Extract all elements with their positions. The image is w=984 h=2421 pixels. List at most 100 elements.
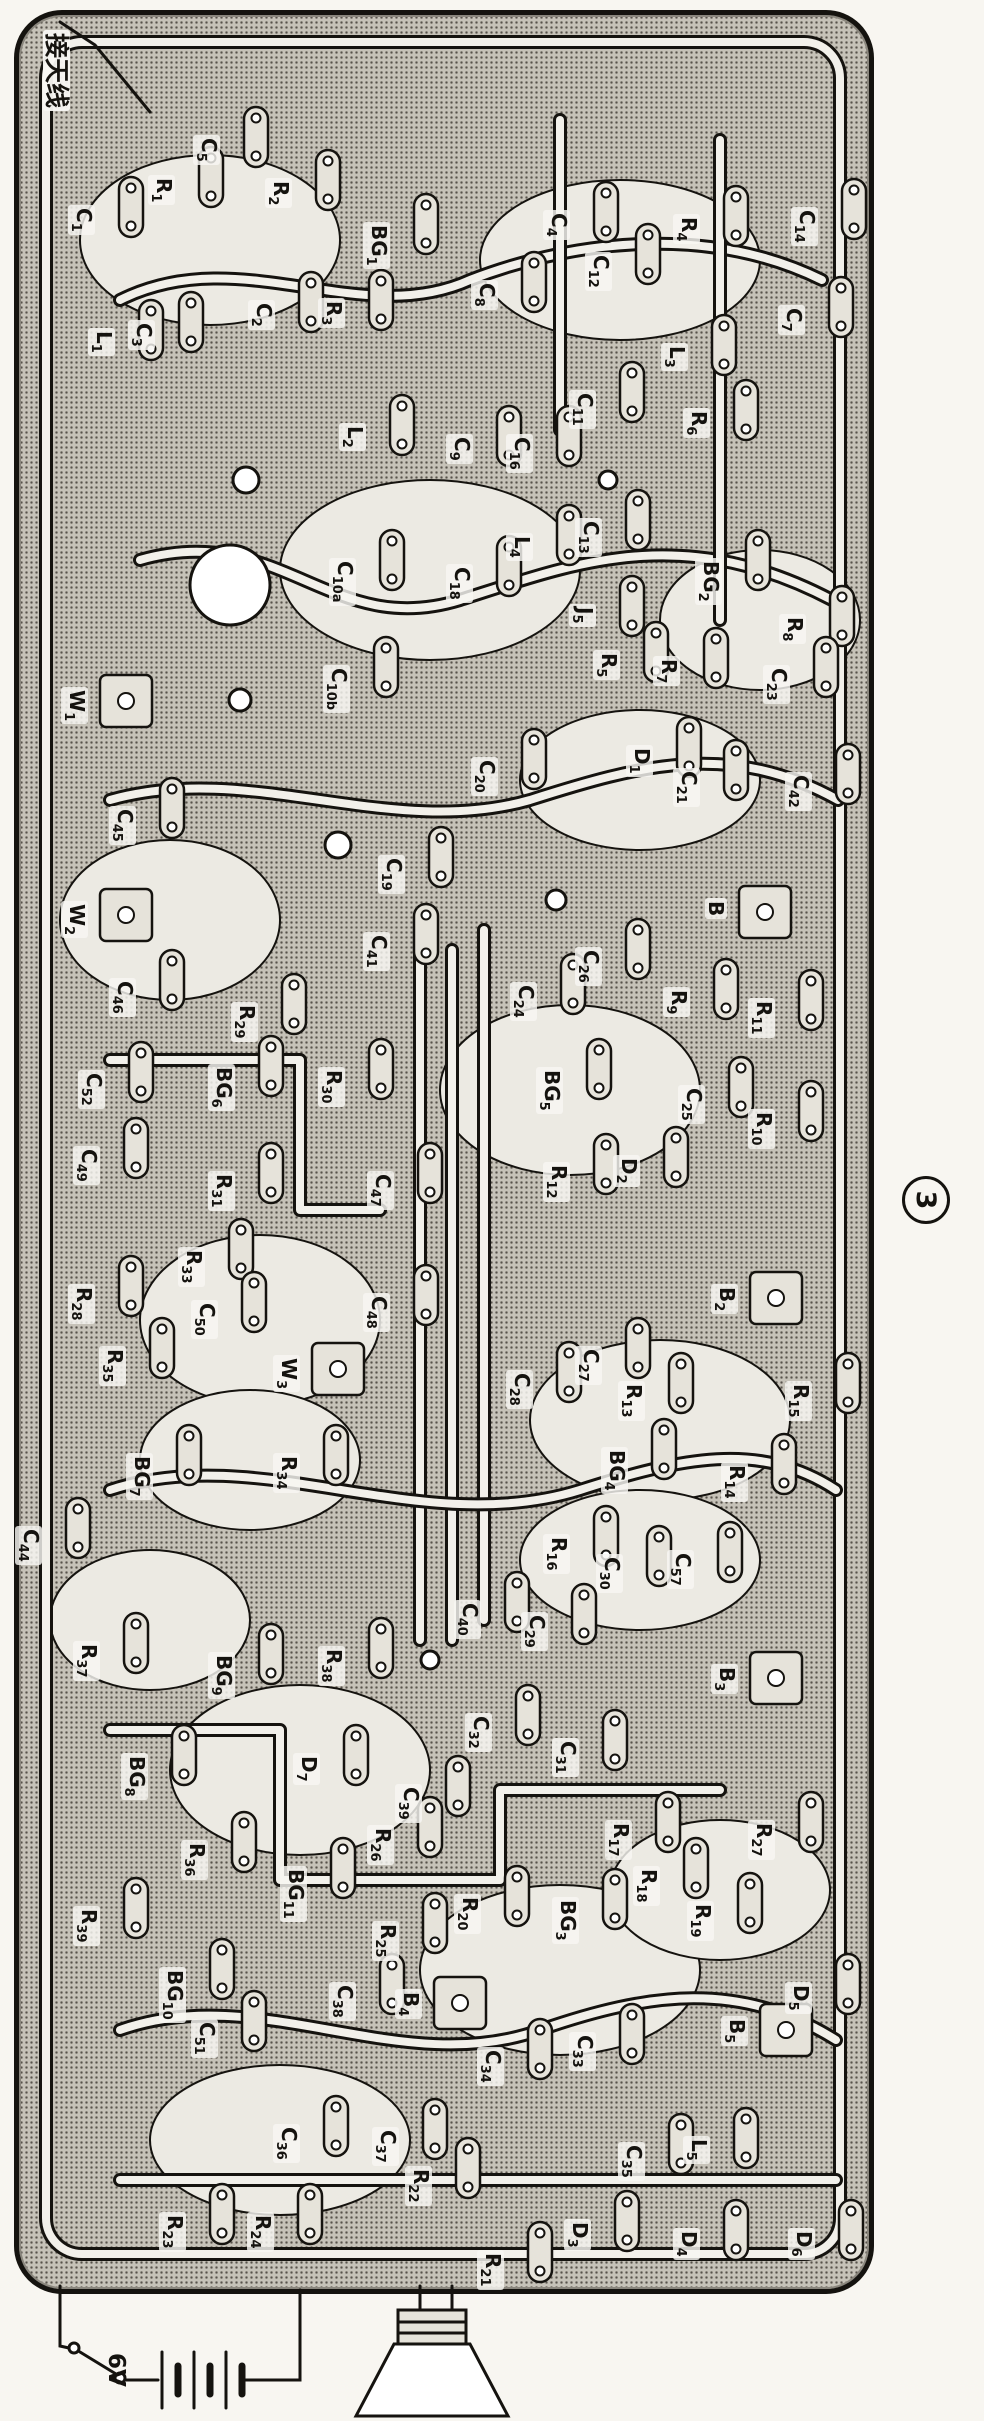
component-label: R38 — [318, 1646, 346, 1686]
pad-hole — [522, 1728, 534, 1740]
component-pad — [240, 1989, 268, 2053]
pad-hole — [740, 2151, 752, 2163]
component-label: R13 — [618, 1381, 646, 1421]
pad-hole — [842, 1358, 854, 1370]
component-label: C51 — [191, 2019, 219, 2058]
component-label: R11 — [748, 998, 776, 1038]
pad-hole — [658, 1462, 670, 1474]
pad-hole — [632, 1361, 644, 1373]
pad-hole — [166, 821, 178, 833]
pad-hole — [330, 1468, 342, 1480]
component-label: C42 — [785, 772, 813, 811]
component-label: 接天线 — [42, 30, 71, 112]
component-label: BG5 — [536, 1067, 564, 1114]
component-pad — [454, 2136, 482, 2200]
pad-hole — [386, 535, 398, 547]
pad-hole — [265, 1629, 277, 1641]
component-label: BG11 — [280, 1866, 308, 1922]
pad-hole — [805, 1013, 817, 1025]
pad-hole — [185, 297, 197, 309]
component-pad — [736, 1871, 764, 1935]
component-pad — [367, 1037, 395, 1101]
component-pad — [601, 1867, 629, 1931]
component-label: C2 — [248, 300, 276, 330]
pad-hole — [848, 184, 860, 196]
pad-hole — [658, 1424, 670, 1436]
component-pad — [624, 488, 652, 552]
component-label: C12 — [585, 252, 613, 291]
pad-hole — [435, 832, 447, 844]
pad-hole — [626, 619, 638, 631]
pad-hole — [330, 2139, 342, 2151]
pad-hole — [735, 1100, 747, 1112]
component-pad — [827, 275, 855, 339]
pad-hole — [216, 2227, 228, 2239]
component-label: R7 — [653, 656, 681, 687]
pad-hole — [650, 627, 662, 639]
pad-hole — [216, 1982, 228, 1994]
pad-hole — [710, 633, 722, 645]
pad-hole — [777, 2021, 795, 2039]
pad-hole — [350, 1730, 362, 1742]
pad-hole — [534, 2227, 546, 2239]
pad-hole — [375, 1661, 387, 1673]
pad-hole — [626, 581, 638, 593]
component-label: BG8 — [121, 1753, 149, 1800]
component-pad — [148, 1316, 176, 1380]
pad-hole — [429, 1898, 441, 1910]
pad-hole — [248, 1277, 260, 1289]
component-label: R21 — [477, 2250, 505, 2290]
pad-hole — [337, 1843, 349, 1855]
pad-hole — [835, 282, 847, 294]
pad-hole — [125, 182, 137, 194]
pad-hole — [125, 1299, 137, 1311]
component-label: C41 — [363, 932, 391, 971]
component-label: C57 — [667, 1550, 695, 1589]
component-label: R27 — [748, 1820, 776, 1860]
pad-hole — [304, 2189, 316, 2201]
component-label: 6V — [103, 2353, 129, 2387]
component-pad — [834, 742, 862, 806]
pad-hole — [265, 1186, 277, 1198]
pad-hole — [563, 510, 575, 522]
component-label: R35 — [99, 1346, 127, 1386]
pad-hole — [767, 1669, 785, 1687]
pad-hole — [724, 1527, 736, 1539]
pad-hole — [375, 313, 387, 325]
component-label: R31 — [208, 1171, 236, 1211]
component-pad — [797, 1079, 825, 1143]
pad-hole — [528, 295, 540, 307]
component-label: D3 — [564, 2219, 592, 2251]
component-pad — [412, 902, 440, 966]
component-pad — [520, 250, 548, 314]
pad-hole — [238, 1855, 250, 1867]
component-label: C7 — [778, 305, 806, 335]
pad-hole — [288, 1017, 300, 1029]
component-pad — [412, 1263, 440, 1327]
component-label: D2 — [613, 1155, 641, 1187]
component-label: C19 — [378, 855, 406, 894]
component-label: C35 — [618, 2142, 646, 2181]
component-label: R10 — [748, 1109, 776, 1149]
pad-hole — [166, 993, 178, 1005]
component-label: R23 — [159, 2212, 187, 2252]
component-pad — [667, 1351, 695, 1415]
component-label: C52 — [78, 1070, 106, 1109]
pad-hole — [375, 1044, 387, 1056]
component-pad — [257, 1141, 285, 1205]
pad-hole — [235, 1262, 247, 1274]
component-label: BG2 — [695, 558, 723, 605]
component-label: R17 — [605, 1820, 633, 1860]
pad-hole — [511, 1871, 523, 1883]
pad-hole — [178, 1730, 190, 1742]
pad-hole — [805, 1797, 817, 1809]
component-label: R26 — [367, 1825, 395, 1865]
component-label: C28 — [506, 1370, 534, 1409]
pad-hole — [166, 783, 178, 795]
component-label: BG7 — [126, 1453, 154, 1500]
pad-hole — [375, 1623, 387, 1635]
component-label: B5 — [721, 2016, 749, 2047]
pad-hole — [600, 187, 612, 199]
pad-hole — [216, 1944, 228, 1956]
component-pad — [416, 1141, 444, 1205]
